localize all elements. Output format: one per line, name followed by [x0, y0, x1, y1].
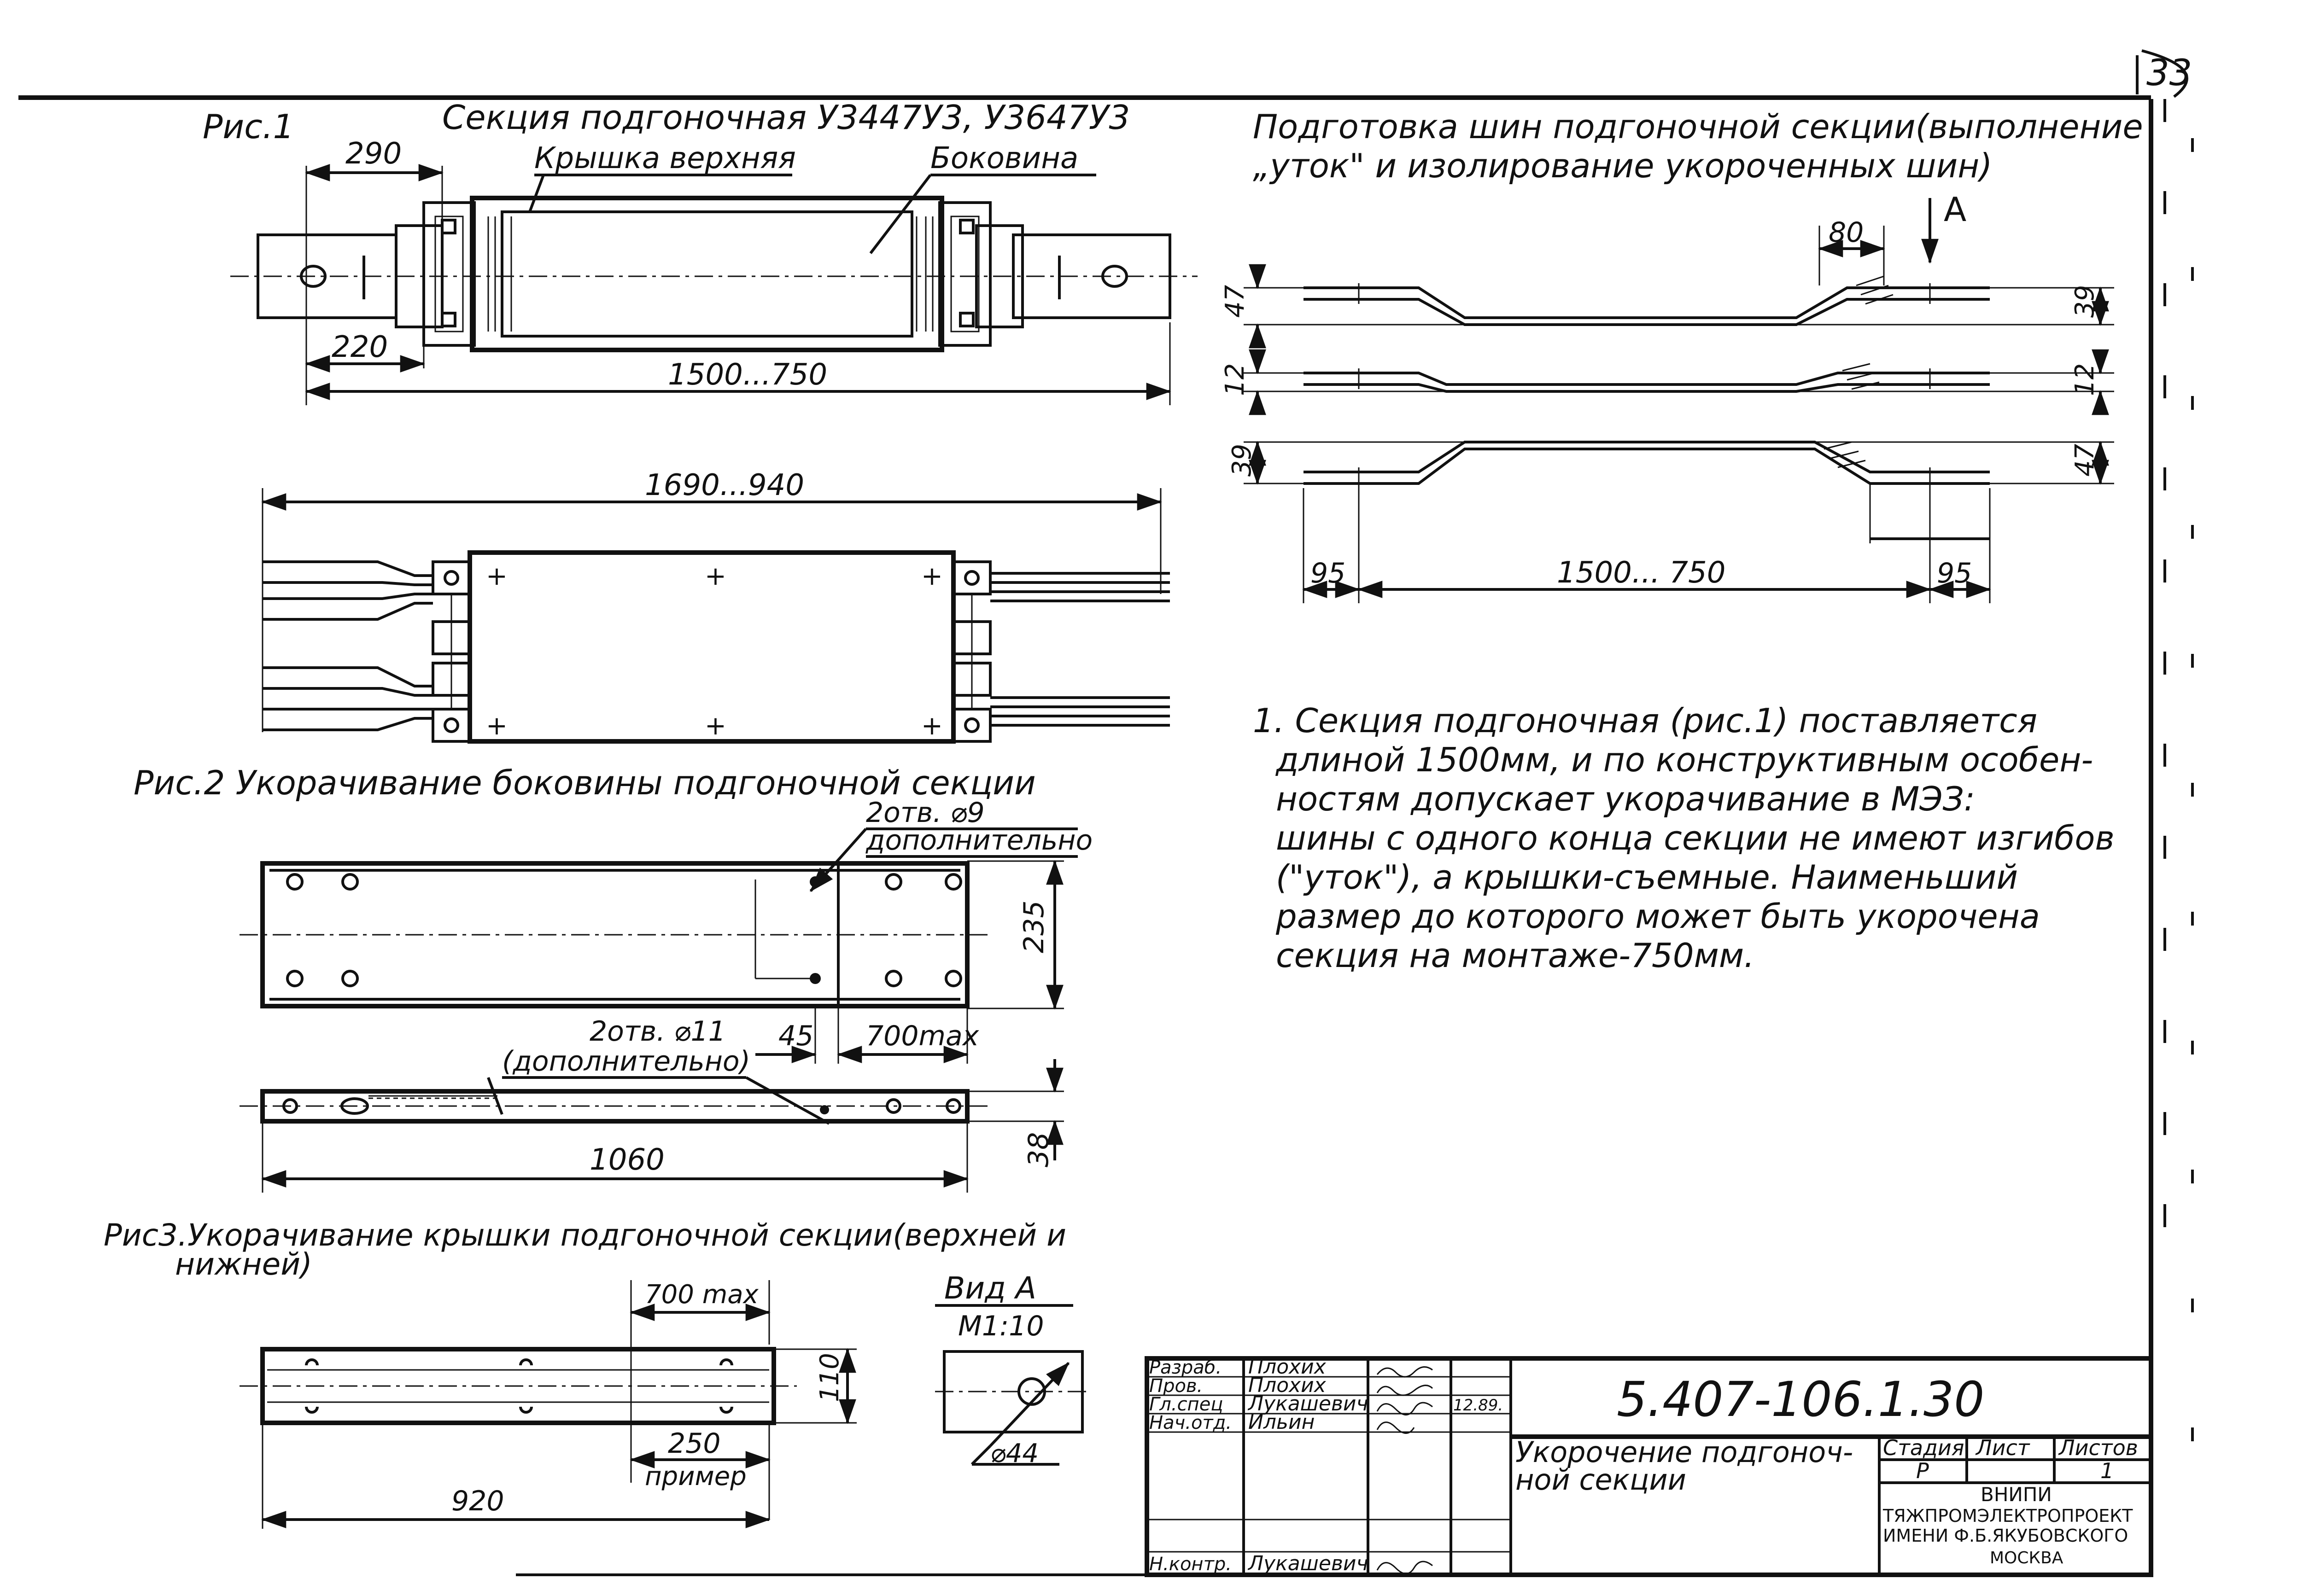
busbars-dim-39-right: 39: [2070, 285, 2100, 318]
tb-name-2: Плохих: [1248, 1374, 1327, 1397]
busbar-1: 47 39: [1220, 264, 2114, 349]
fig2-caption: Рис.2 Укорачивание боковины подгоночной …: [134, 763, 1036, 802]
busbars-dim-length: 1500... 750: [1557, 556, 1725, 590]
fig1-callout-cover: Крышка верхняя: [534, 141, 796, 175]
svg-text:+: +: [705, 711, 726, 741]
fig3-cover: Рис3.Укорачивание крышки подгоночной сек…: [104, 1217, 1066, 1529]
svg-text:+: +: [921, 711, 943, 741]
fig2-dim-235: 235: [1018, 900, 1050, 953]
fig1-dim-290: 290: [345, 137, 402, 171]
note-line-5: ("уток"), а крышки-съемные. Наименьший: [1276, 858, 2018, 897]
tb-role-7: Н.контр.: [1149, 1554, 1232, 1575]
tb-name-3: Лукашевич: [1247, 1392, 1368, 1415]
tb-stage: Р: [1916, 1458, 1929, 1483]
fig1-title: Секция подгоночная У3447У3, У3647У3: [442, 98, 1130, 137]
view-a-dim-44: ⌀44: [990, 1439, 1039, 1468]
tb-col-sheets: Листов: [2058, 1435, 2138, 1460]
busbars-dim-80: 80: [1829, 216, 1864, 249]
fig3-dim-250-note: пример: [645, 1462, 747, 1491]
tb-col-sheet: Лист: [1975, 1435, 2030, 1460]
tb-col-stage: Стадия: [1883, 1435, 1964, 1460]
tb-org-l4: МОСКВА: [1990, 1549, 2063, 1567]
view-a-scale: М1:10: [958, 1310, 1044, 1342]
tb-role-2: Пров.: [1149, 1375, 1203, 1397]
busbars-arrow-label: А: [1944, 190, 1966, 229]
fig3-dim-920: 920: [451, 1485, 504, 1517]
fig3-dim-110: 110: [815, 1353, 845, 1402]
note-line-3: ностям допускает укорачивание в МЭЗ:: [1276, 780, 1975, 818]
busbar-preparation: Подготовка шин подгоночной секции(выполн…: [1220, 107, 2143, 603]
fig2-holes-top: 2отв. ⌀9: [866, 797, 985, 829]
busbars-title-l1: Подготовка шин подгоночной секции(выполн…: [1253, 107, 2143, 146]
tb-signatures: [1376, 1366, 1433, 1574]
fig1-section-elevation: Рис.1 Секция подгоночная У3447У3, У3647У…: [203, 98, 1198, 405]
busbars-dim-39-left: 39: [1227, 444, 1257, 477]
tb-doc-title-l2: ной секции: [1515, 1463, 1686, 1497]
tb-org-l2: ТЯЖПРОМЭЛЕКТРОПРОЕКТ: [1882, 1506, 2133, 1526]
note-line-7: секция на монтаже-750мм.: [1276, 936, 1754, 975]
fig3-slots: [305, 1358, 733, 1414]
tb-role-4: Нач.отд.: [1149, 1412, 1232, 1433]
fig2-dim-700: 700max: [866, 1020, 979, 1052]
fig1-dim-length: 1500...750: [668, 358, 827, 392]
tb-name-1: Плохих: [1248, 1355, 1327, 1379]
fig1-label: Рис.1: [203, 107, 294, 146]
tb-role-3: Гл.спец: [1149, 1394, 1223, 1415]
title-block: Разраб. Пров. Гл.спец Нач.отд. Н.контр. …: [1145, 1355, 2153, 1577]
tb-doc-code: 5.407-106.1.30: [1617, 1371, 1984, 1427]
busbars-dim-95-left: 95: [1310, 557, 1345, 589]
fig3-caption-l1: Рис3.Укорачивание крышки подгоночной сек…: [104, 1217, 1066, 1253]
fig1b-dim-length: 1690...940: [645, 468, 804, 502]
tb-name-7: Лукашевич: [1247, 1552, 1368, 1575]
busbar-3: 39 47: [1227, 441, 2114, 488]
fig2-side-plate: Рис.2 Укорачивание боковины подгоночной …: [134, 763, 1093, 1193]
note-line-4: шины с одного конца секции не имеют изги…: [1276, 819, 2115, 857]
busbars-dim-95-right: 95: [1937, 557, 1972, 589]
busbars-title-l2: „уток" и изолирование укороченных шин): [1253, 146, 1992, 185]
notes: 1. Секция подгоночная (рис.1) поставляет…: [1253, 701, 2115, 975]
fig3-caption-l2: нижней): [175, 1247, 312, 1282]
sheet-number-circle: [2141, 49, 2188, 98]
tb-org-l3: ИМЕНИ Ф.Б.ЯКУБОВСКОГО: [1883, 1526, 2128, 1546]
tb-role-1: Разраб.: [1149, 1357, 1222, 1378]
busbars-dim-47-right: 47: [2070, 443, 2100, 477]
fig1-callout-side: Боковина: [930, 141, 1078, 175]
svg-text:+: +: [486, 561, 508, 591]
fig2-holes-bottom: 2отв. ⌀11: [590, 1015, 726, 1048]
svg-text:+: +: [921, 561, 943, 591]
view-a-title: Вид А: [944, 1270, 1036, 1306]
fig2-dim-1060: 1060: [590, 1143, 665, 1177]
note-line-2: длиной 1500мм, и по конструктивным особе…: [1275, 740, 2093, 779]
busbar-2: 12 12: [1220, 349, 2114, 415]
svg-text:+: +: [705, 561, 726, 591]
note-line-6: размер до которого может быть укорочена: [1275, 897, 2040, 936]
fig2-holes-bottom-note: (дополнительно): [502, 1045, 750, 1078]
fig2-dim-38: 38: [1023, 1132, 1055, 1167]
busbars-dim-47-left: 47: [1220, 285, 1250, 318]
view-a: Вид А М1:10 ⌀44: [935, 1270, 1092, 1468]
note-line-1: 1. Секция подгоночная (рис.1) поставляет…: [1253, 701, 2037, 740]
fig1-dim-220: 220: [332, 330, 388, 364]
fig3-dim-250: 250: [668, 1427, 721, 1460]
tb-doc-title-l1: Укорочение подгоноч-: [1515, 1435, 1853, 1469]
busbars-dim-12-right: 12: [2070, 363, 2100, 396]
busbars-dim-12-left: 12: [1220, 363, 1250, 396]
fig1b-section-plan: 1690...940 + + + + + +: [261, 468, 1170, 744]
tb-name-4: Ильин: [1248, 1410, 1315, 1434]
fig2-dim-45: 45: [778, 1020, 813, 1052]
svg-text:+: +: [486, 711, 508, 741]
tb-date: 12.89.: [1453, 1396, 1503, 1415]
tb-sheets: 1: [2100, 1458, 2114, 1483]
fig3-dim-700: 700 max: [645, 1280, 759, 1310]
tb-org-l1: ВНИПИ: [1981, 1483, 2052, 1506]
